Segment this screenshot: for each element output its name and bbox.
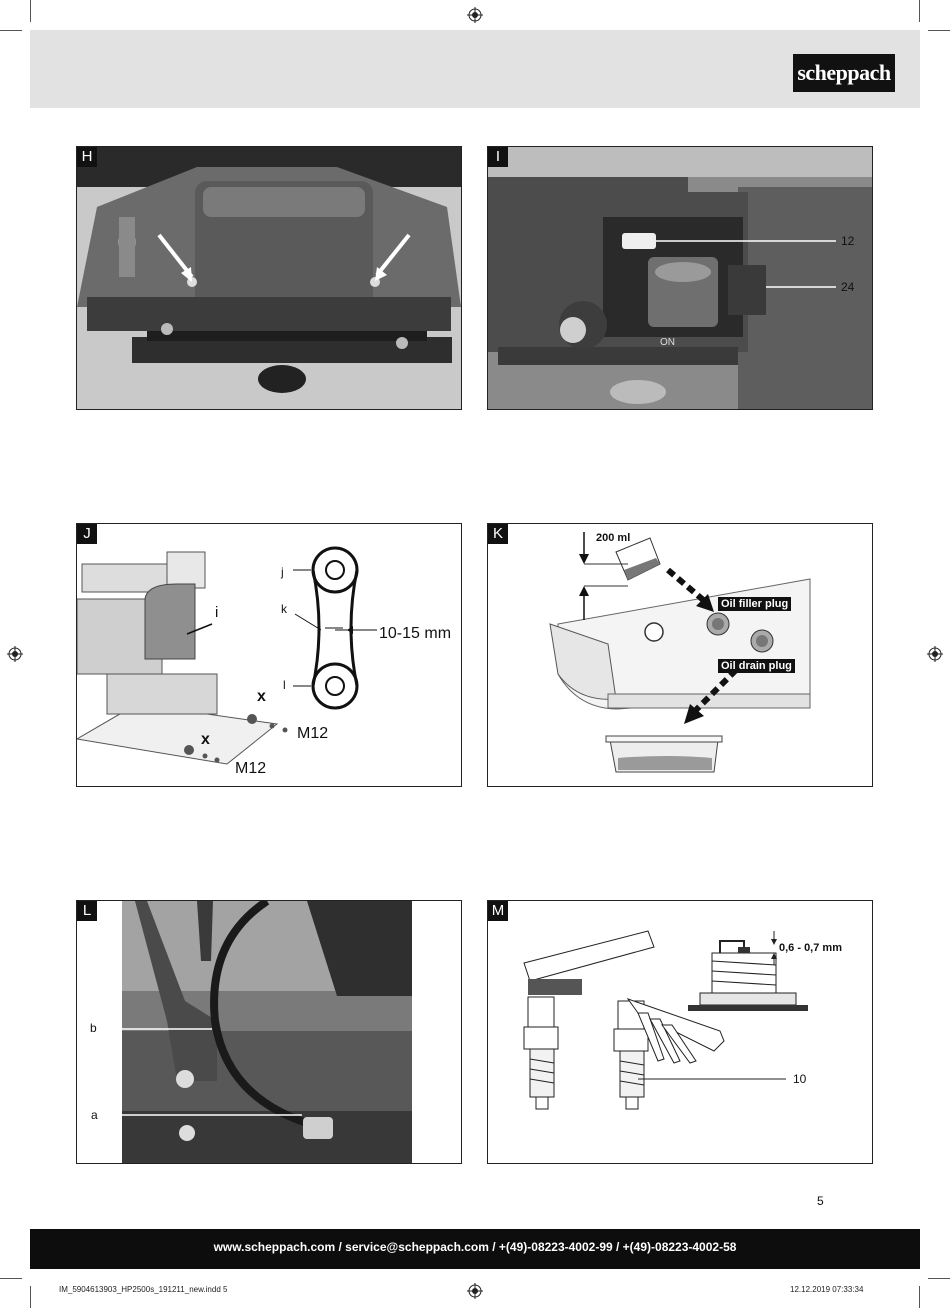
page-number: 5 [817,1194,824,1208]
callout-k: k [281,602,287,616]
valve-on-marking: ON [660,337,675,348]
callout-j: j [281,565,284,579]
figure-h: H [76,146,462,410]
crop-mark [0,30,22,31]
brand-logo: scheppach [793,54,895,92]
bolt-size-label: M12 [297,725,329,742]
callout-b: b [90,1021,97,1035]
callout-l: l [283,678,286,692]
electrode-gap-label: 0,6 - 0,7 mm [779,942,842,954]
callout-a: a [91,1108,98,1122]
slug-timestamp: 12.12.2019 07:33:34 [790,1285,864,1294]
figure-k: K 200 ml Oil filler plug Oil drain plug [487,523,873,787]
crop-mark [928,30,950,31]
callout-x: x [201,731,210,748]
registration-mark-icon [927,646,943,662]
figure-label: M [488,901,508,921]
crop-mark [30,1286,31,1308]
oil-filler-plug-label: Oil filler plug [718,597,792,611]
page-header: scheppach [30,30,920,108]
diagram-spark-plug [523,930,808,1110]
figure-label: L [77,901,97,921]
figure-j: J i j k l 10-15 mm x x M12 M12 [76,523,462,787]
diagram-oil-change [549,532,811,773]
slug-filename: IM_5904613903_HP2500s_191211_new.indd 5 [59,1285,228,1294]
crop-mark [30,0,31,22]
figure-label: K [488,524,508,544]
callout-x: x [257,688,266,705]
belt-gap-label: 10-15 mm [379,625,452,642]
crop-mark [919,1286,920,1308]
callout-i: i [215,604,219,621]
crop-mark [928,1278,950,1279]
figure-label: H [77,147,97,167]
callout-12: 12 [841,234,855,248]
oil-drain-plug-label: Oil drain plug [718,659,795,673]
callout-24: 24 [841,280,855,294]
figure-m: M 0,6 - 0,7 [487,900,873,1164]
registration-mark-icon [7,646,23,662]
photo-fuel-line [77,901,461,1163]
figure-i: I 12 24 ON [487,146,873,410]
photo-engine-underside [77,147,461,409]
footer-contact: www.scheppach.com / service@scheppach.co… [213,1240,737,1254]
page-footer: www.scheppach.com / service@scheppach.co… [30,1229,920,1269]
crop-mark [0,1278,22,1279]
figure-label: I [488,147,508,167]
oil-volume-label: 200 ml [596,532,631,544]
figure-l: L b a [76,900,462,1164]
registration-mark-icon [467,7,483,23]
crop-mark [919,0,920,22]
registration-mark-icon [467,1283,483,1299]
callout-10: 10 [793,1072,807,1086]
diagram-v-belt-tension [77,546,377,765]
bolt-size-label: M12 [235,760,267,777]
photo-fuel-valve [488,147,872,409]
figure-label: J [77,524,97,544]
